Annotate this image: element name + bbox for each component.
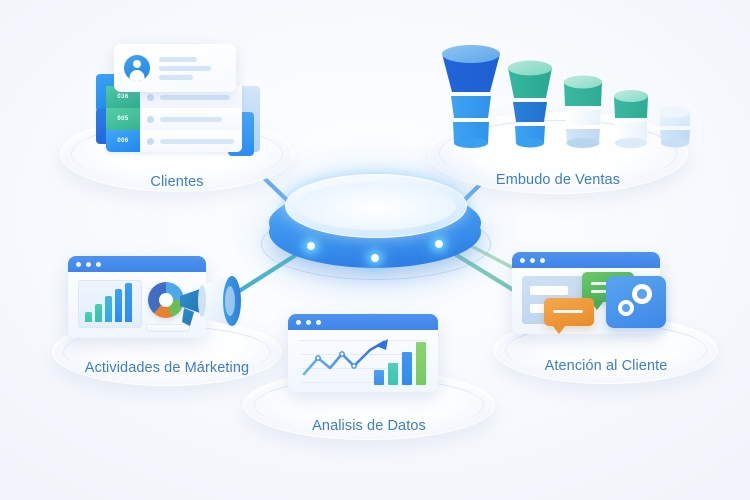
settings-gears-icon — [606, 276, 666, 328]
hub-port-right — [435, 240, 443, 248]
sales-funnel-icon — [442, 45, 690, 148]
node-atencion-al-cliente[interactable]: Atención al Cliente — [488, 246, 724, 384]
browser-titlebar — [68, 256, 206, 272]
browser-content — [68, 272, 206, 338]
funnel-stage-4 — [614, 90, 648, 148]
funnel-stage-2 — [508, 60, 552, 148]
record-bullet-icon — [147, 137, 154, 145]
user-avatar-icon — [124, 55, 150, 81]
megaphone-icon — [180, 276, 241, 326]
profile-text-lines — [159, 56, 211, 80]
gear-large-icon — [632, 284, 652, 304]
node-actividades-de-marketing[interactable]: Actividades de Márketing — [42, 248, 292, 386]
record-text-bar — [160, 138, 234, 144]
marketing-dashboard-icon — [68, 256, 206, 338]
record-text-bar — [160, 94, 230, 100]
node-label-clientes: Clientes — [150, 174, 204, 190]
pie-chart — [148, 282, 184, 318]
legend-bar — [146, 324, 190, 332]
record-tag: 006 — [106, 130, 140, 152]
customer-profile-card — [114, 44, 236, 92]
line-chart-series — [302, 339, 388, 376]
hub-disc-top — [285, 174, 467, 238]
hub-port-center — [371, 254, 379, 262]
funnel-stage-5 — [660, 106, 690, 148]
bar-chart — [374, 342, 426, 385]
node-label-analisis: Analisis de Datos — [312, 418, 426, 434]
node-label-marketing: Actividades de Márketing — [84, 360, 250, 376]
browser-content — [288, 330, 438, 392]
node-embudo-de-ventas[interactable]: Embudo de Ventas — [418, 26, 698, 194]
record-text-bar — [160, 116, 222, 122]
record-bullet-icon — [147, 115, 154, 123]
central-platform[interactable] — [225, 138, 525, 318]
funnel-stage-1 — [442, 45, 500, 148]
bar-chart-panel — [78, 280, 142, 328]
record-row: 005 — [106, 108, 242, 130]
node-label-atencion: Atención al Cliente — [544, 358, 668, 374]
funnel-stage-3 — [564, 75, 602, 148]
node-analisis-de-datos[interactable]: Analisis de Datos — [238, 308, 500, 440]
bar-chart — [85, 283, 132, 322]
chart-plot-area — [300, 336, 428, 386]
record-row: 006 — [106, 130, 242, 152]
customer-records-icon: 036 005 006 — [52, 28, 302, 158]
hub-port-left — [307, 242, 315, 250]
record-tag: 005 — [106, 108, 140, 130]
browser-titlebar — [512, 252, 660, 268]
node-clientes[interactable]: 036 005 006 Clientes — [52, 28, 302, 192]
browser-titlebar — [288, 314, 438, 330]
node-label-embudo: Embudo de Ventas — [495, 172, 621, 188]
record-bullet-icon — [147, 93, 154, 101]
analytics-dashboard-icon — [288, 314, 438, 392]
chat-bubble-orange — [544, 298, 594, 334]
gear-small-icon — [618, 300, 634, 316]
